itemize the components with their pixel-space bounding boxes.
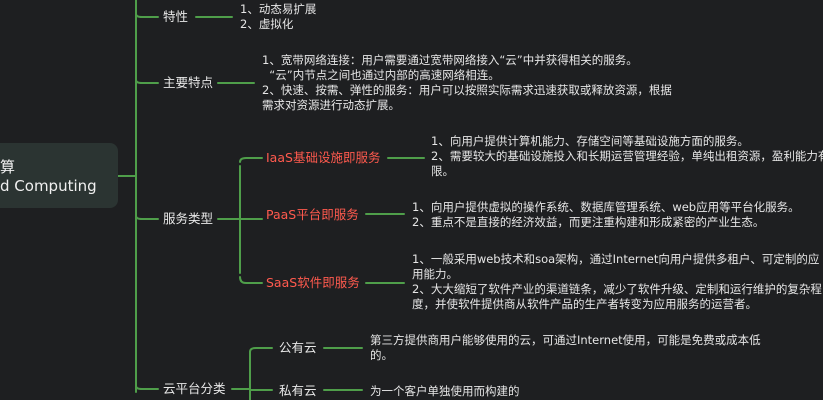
notes-main-features: 1、宽带网络连接：用户需要通过宽带网络接入“云”中并获得相关的服务。 “云”内节…: [262, 53, 672, 112]
node-saas[interactable]: SaaS软件即服务: [266, 275, 360, 290]
connector-traits: [135, 13, 159, 18]
connector-public-cloud: [249, 347, 273, 353]
connector-main-features: [135, 79, 159, 84]
notes-iaas: 1、向用户提供计算机能力、存储空间等基础设施方面的服务。 2、需要较大的基础设施…: [431, 134, 823, 178]
connector-iaas: [239, 157, 263, 163]
node-private-cloud[interactable]: 私有云: [279, 383, 317, 398]
node-traits[interactable]: 特性: [163, 9, 189, 24]
node-platform-types[interactable]: 云平台分类: [163, 381, 226, 396]
node-service-types[interactable]: 服务类型: [163, 211, 214, 226]
notes-paas: 1、向用户提供虚拟的操作系统、数据库管理系统、web应用等平台化服务。 2、重点…: [412, 200, 800, 229]
connector-saas: [239, 276, 263, 284]
node-public-cloud[interactable]: 公有云: [279, 340, 317, 355]
notes-private-cloud: 为一个客户单独使用而构建的: [370, 384, 520, 398]
connector-platform-types: [135, 385, 159, 390]
node-main-features[interactable]: 主要特点: [163, 75, 214, 90]
notes-public-cloud: 第三方提供商用户能够使用的云，可通过Internet使用，可能是免费或成本低 的…: [370, 333, 761, 362]
notes-saas: 1、一般采用web技术和soa架构，通过Internet向用户提供多租户、可定制…: [412, 252, 822, 311]
root-title-line2: d Computing: [0, 177, 97, 195]
root-node[interactable]: [0, 143, 118, 208]
root-title-line1: 算: [0, 158, 16, 176]
node-iaas[interactable]: IaaS基础设施即服务: [266, 150, 381, 165]
node-paas[interactable]: PaaS平台即服务: [266, 207, 359, 222]
connector-service-types: [135, 215, 159, 220]
notes-traits: 1、动态易扩展 2、虚拟化: [240, 2, 317, 31]
